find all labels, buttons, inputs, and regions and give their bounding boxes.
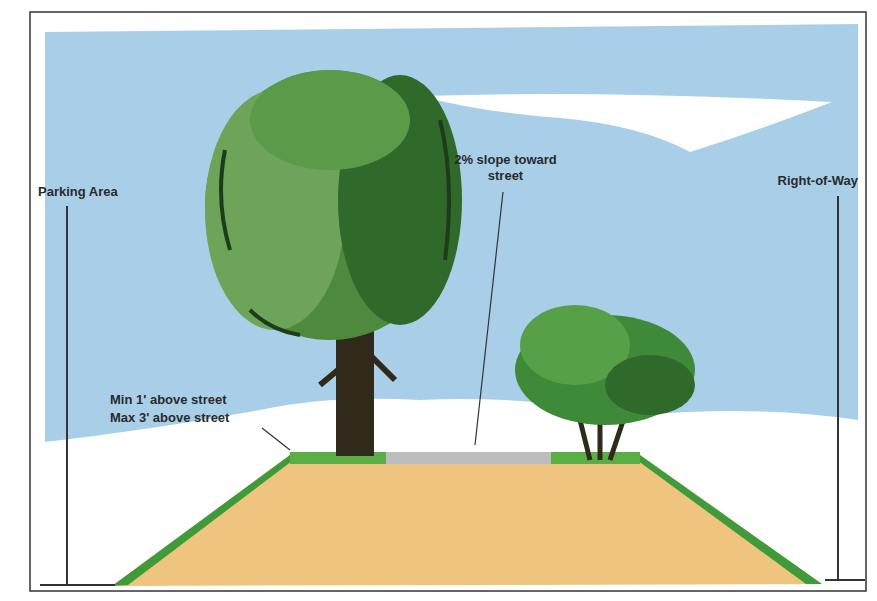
- sky: [45, 24, 858, 442]
- boundary-posts: [40, 196, 865, 585]
- right-grass-edge: [630, 455, 822, 584]
- slope-note: 2% slope toward street: [448, 152, 563, 184]
- cloud: [420, 94, 832, 152]
- walk: [386, 452, 551, 464]
- tan-ground: [112, 455, 822, 586]
- area-label: Right-of-Way: [778, 173, 858, 189]
- left-grass-edge: [112, 455, 300, 586]
- shrub: [515, 305, 695, 460]
- leader-lines: [262, 192, 503, 450]
- right-grass: [551, 452, 640, 464]
- tree: [205, 70, 462, 456]
- height-note: Min 1' above street: [110, 392, 227, 408]
- area-label: Parking Area: [38, 184, 118, 200]
- frame: [30, 12, 866, 591]
- height-note: Max 3' above street: [110, 410, 229, 426]
